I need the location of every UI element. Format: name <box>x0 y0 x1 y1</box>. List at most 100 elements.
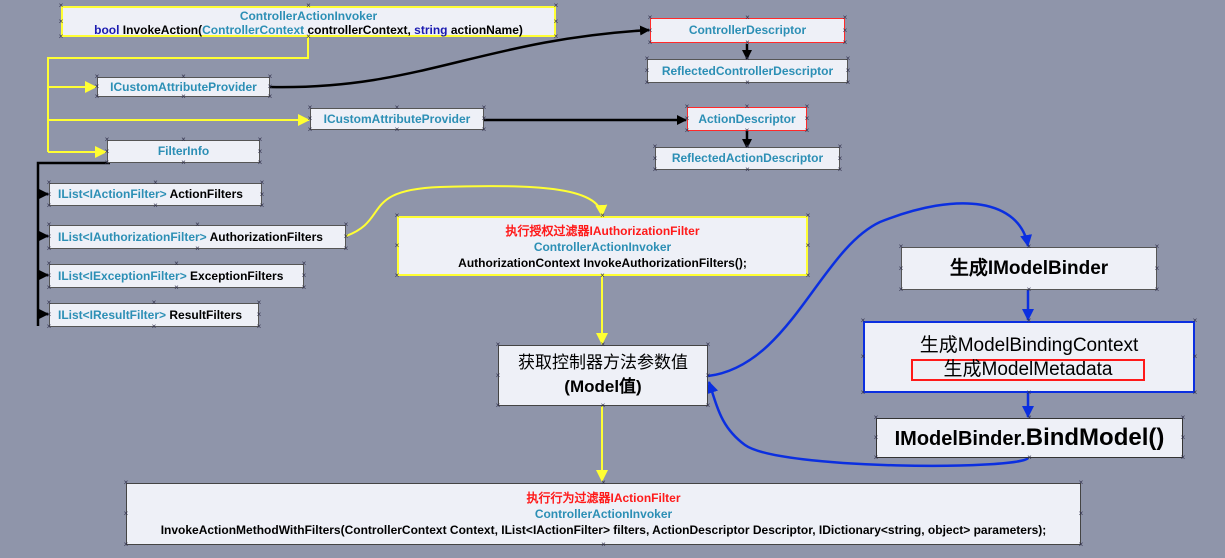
connection-point-marker: × <box>394 271 400 280</box>
connection-point-marker: × <box>259 201 265 210</box>
connection-point-marker: × <box>644 54 650 63</box>
bind-model-box: IModelBinder.BindModel() <box>876 418 1183 458</box>
result-filters-name: ResultFilters <box>169 308 243 322</box>
connection-point-marker: × <box>684 102 690 111</box>
connection-point-marker: × <box>394 211 400 220</box>
connection-point-marker: × <box>1180 433 1186 442</box>
connection-point-marker: × <box>1192 352 1198 361</box>
filter-list-tree <box>36 161 110 326</box>
connection-point-marker: × <box>181 92 186 101</box>
connection-point-marker: × <box>837 165 843 174</box>
connection-point-marker: × <box>842 25 848 35</box>
authorization-filters-box: IList<IAuthorizationFilter> Authorizatio… <box>49 225 346 249</box>
invoke-action-header-box: ControllerActionInvoker bool InvokeActio… <box>61 6 556 37</box>
connection-point-marker: × <box>1078 509 1084 518</box>
connection-point-marker: × <box>195 244 200 253</box>
connection-point-marker: × <box>745 13 750 22</box>
connection-point-marker: × <box>394 103 400 112</box>
connection-point-marker: × <box>1026 242 1032 251</box>
filter-info-box: FilterInfo <box>107 140 260 163</box>
connection-point-marker: × <box>343 232 349 241</box>
connection-point-marker: × <box>744 102 750 111</box>
connection-point-marker: × <box>394 125 400 134</box>
connection-point-marker: × <box>481 103 487 112</box>
param-name: controllerContext, <box>307 23 411 37</box>
connection-point-marker: × <box>745 54 750 63</box>
model-binding-context-box: 生成ModelBindingContext 生成ModelMetadata <box>863 321 1195 393</box>
connection-point-marker: × <box>804 126 810 135</box>
connection-point-marker: × <box>1192 316 1198 325</box>
connection-point-marker: × <box>705 401 711 410</box>
connection-point-marker: × <box>842 13 848 22</box>
connection-point-marker: × <box>46 259 52 268</box>
connection-point-marker: × <box>123 509 129 518</box>
connection-point-marker: × <box>553 1 559 10</box>
reflected-action-descriptor-box: ReflectedActionDescriptor <box>655 147 840 170</box>
invoke-action-signature: bool InvokeAction(ControllerContext cont… <box>63 23 554 37</box>
authorization-box-call: AuthorizationContext InvokeAuthorization… <box>458 256 747 270</box>
connection-point-marker: × <box>46 232 52 241</box>
connection-point-marker: × <box>898 263 904 273</box>
connection-point-marker: × <box>174 259 179 268</box>
connection-point-marker: × <box>644 78 650 87</box>
connection-point-marker: × <box>58 1 64 10</box>
connection-point-marker: × <box>153 178 158 187</box>
connection-point-marker: × <box>257 146 263 156</box>
header-class-name: ControllerActionInvoker <box>239 9 378 23</box>
get-parameter-values-box: 获取控制器方法参数值 (Model值) <box>498 345 708 406</box>
connection-point-marker: × <box>652 153 658 163</box>
connection-point-marker: × <box>151 322 157 331</box>
parameter-box-line2: (Model值) <box>564 377 642 396</box>
connection-point-marker: × <box>301 259 307 268</box>
connection-point-marker: × <box>600 401 606 410</box>
connection-point-marker: × <box>495 340 501 349</box>
connection-point-marker: × <box>1180 413 1186 422</box>
connection-point-marker: × <box>805 211 811 220</box>
connection-point-marker: × <box>481 125 487 134</box>
connection-point-marker: × <box>745 78 750 87</box>
connection-point-marker: × <box>705 340 711 349</box>
connection-point-marker: × <box>745 38 750 47</box>
connection-point-marker: × <box>46 283 52 292</box>
model-metadata-highlight: 生成ModelMetadata <box>911 359 1145 381</box>
custom-attribute-provider-box-1: ICustomAttributeProvider <box>97 77 270 97</box>
connection-point-marker: × <box>845 54 851 63</box>
yellow-tree-connector <box>47 36 310 158</box>
connection-point-marker: × <box>1026 285 1032 294</box>
connection-point-marker: × <box>301 271 307 280</box>
connection-point-marker: × <box>845 78 851 87</box>
connection-point-marker: × <box>860 388 866 397</box>
connection-point-marker: × <box>804 114 810 123</box>
connection-point-marker: × <box>94 92 100 101</box>
connection-point-marker: × <box>1154 263 1160 273</box>
param-type: ControllerContext <box>202 23 305 37</box>
connection-point-marker: × <box>1180 453 1186 462</box>
connection-point-marker: × <box>46 201 52 210</box>
connection-point-marker: × <box>745 165 750 174</box>
connection-point-marker: × <box>181 158 186 167</box>
connection-point-marker: × <box>1154 285 1160 294</box>
connection-point-marker: × <box>873 433 879 442</box>
connection-point-marker: × <box>873 413 879 422</box>
connection-point-marker: × <box>104 158 110 167</box>
exception-filters-name: ExceptionFilters <box>190 269 284 283</box>
custom-attribute-provider-box-2: ICustomAttributeProvider <box>310 108 484 130</box>
connection-point-marker: × <box>256 298 262 307</box>
connection-point-marker: × <box>647 38 653 47</box>
connection-point-marker: × <box>1026 388 1032 397</box>
connection-point-marker: × <box>306 1 311 10</box>
connection-point-marker: × <box>307 103 313 112</box>
authorization-box-class: ControllerActionInvoker <box>533 240 672 254</box>
connection-point-marker: × <box>1026 316 1032 325</box>
action-filters-name: ActionFilters <box>169 187 243 201</box>
connection-point-marker: × <box>804 102 810 111</box>
exception-filters-type: IList<IExceptionFilter> <box>58 269 187 283</box>
authorization-filter-box: 执行授权过滤器IAuthorizationFilter ControllerAc… <box>397 216 808 276</box>
connection-point-marker: × <box>307 125 313 134</box>
reflected-controller-descriptor-box: ReflectedControllerDescriptor <box>647 59 848 83</box>
connection-point-marker: × <box>58 16 64 26</box>
controller-descriptor-box: ControllerDescriptor <box>650 18 845 43</box>
connection-point-marker: × <box>1078 478 1084 487</box>
connection-point-marker: × <box>647 13 653 22</box>
